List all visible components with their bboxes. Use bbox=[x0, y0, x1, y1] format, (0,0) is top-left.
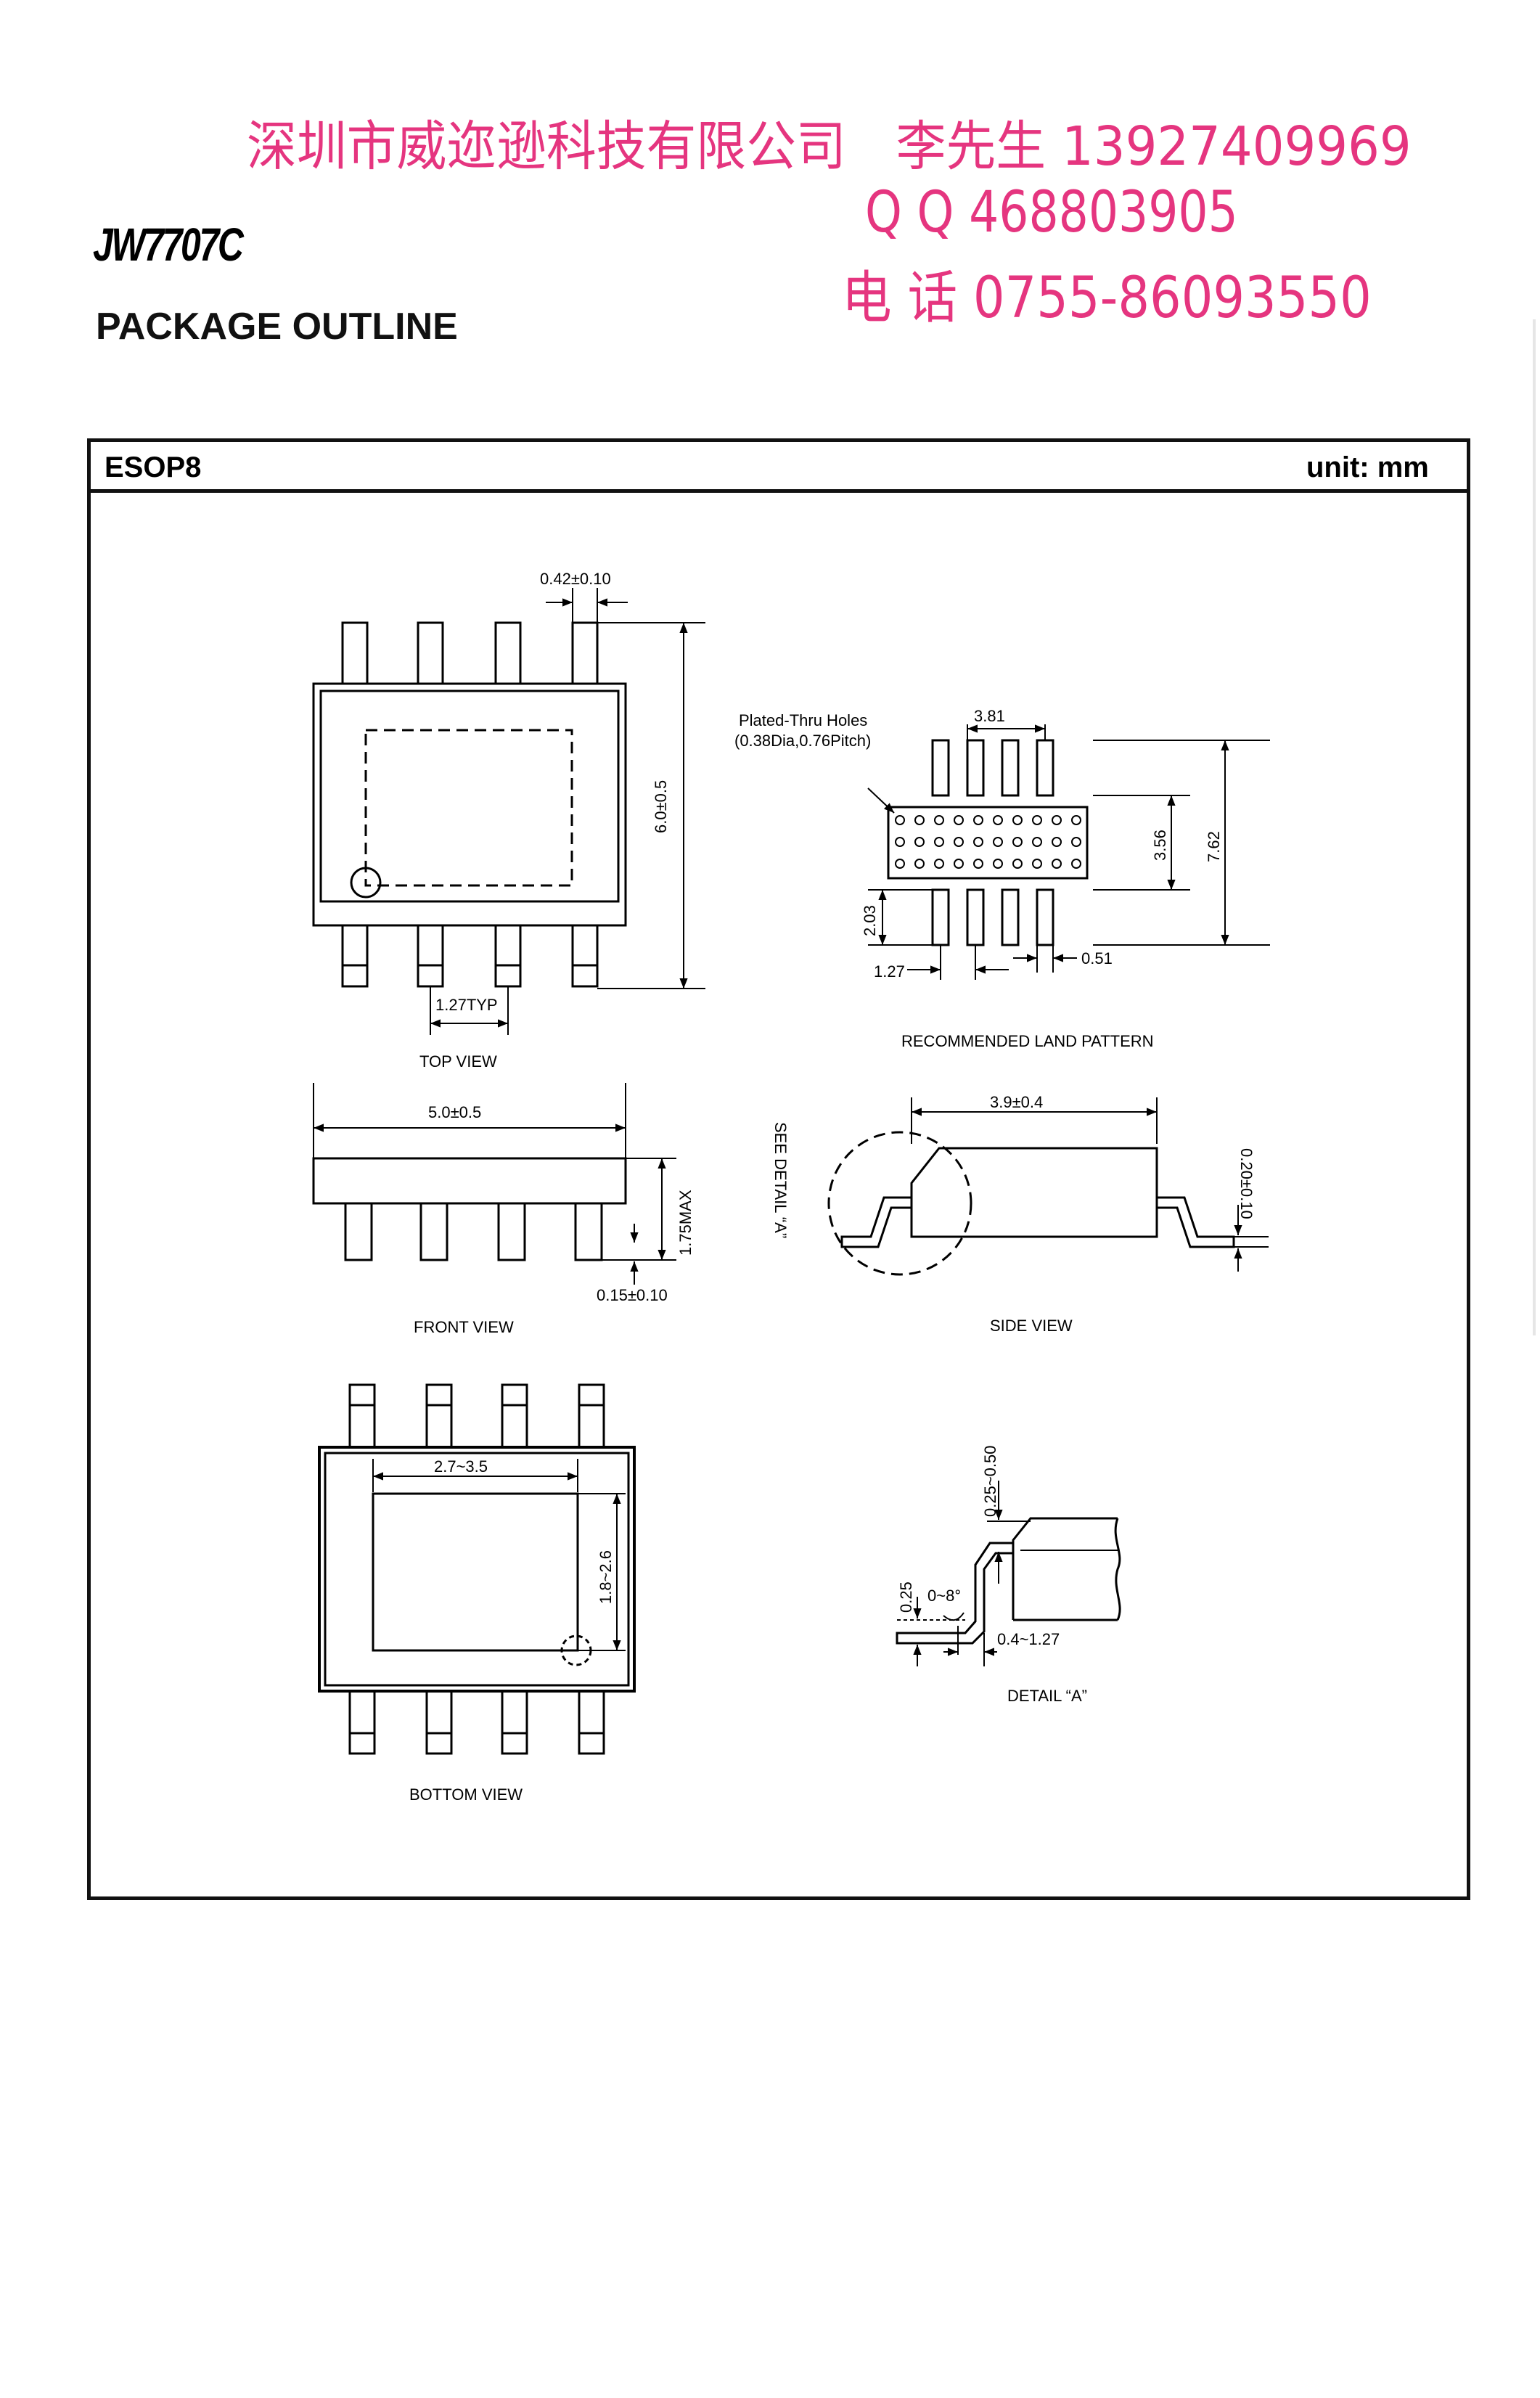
land-total-dim: 7.62 bbox=[1205, 831, 1223, 862]
frame-header-divider bbox=[87, 489, 1470, 493]
land-pitch-dim: 1.27 bbox=[874, 962, 905, 981]
page-edge-shadow bbox=[1533, 319, 1536, 1335]
detail-foot-length-dim: 0.4~1.27 bbox=[997, 1630, 1060, 1648]
side-lead-thickness-dim: 0.20±0.10 bbox=[1237, 1148, 1256, 1219]
bottom-pad-height-dim: 1.8~2.6 bbox=[597, 1550, 615, 1604]
side-view-caption: SIDE VIEW bbox=[990, 1317, 1073, 1335]
package-name: ESOP8 bbox=[105, 451, 202, 483]
land-pattern-caption: RECOMMENDED LAND PATTERN bbox=[901, 1032, 1154, 1050]
land-pattern bbox=[867, 724, 1270, 980]
section-title: PACKAGE OUTLINE bbox=[96, 306, 458, 348]
land-holes-label-1: Plated-Thru Holes bbox=[739, 711, 867, 729]
land-holes-label-2: (0.38Dia,0.76Pitch) bbox=[734, 732, 871, 750]
detail-angle-dim: 0~8° bbox=[927, 1587, 961, 1605]
contact-line-telephone: 电 话 0755-86093550 bbox=[842, 266, 1372, 331]
detail-a bbox=[896, 1481, 1121, 1666]
front-view bbox=[312, 1083, 676, 1285]
contact-line-company-phone: 深圳市威迩逊科技有限公司 李先生 13927409969 bbox=[247, 115, 1412, 178]
side-see-detail-label: SEE DETAIL “A” bbox=[771, 1122, 790, 1238]
land-pad-gap-dim: 3.56 bbox=[1151, 830, 1169, 861]
top-lead-width-dim: 0.42±0.10 bbox=[540, 570, 611, 588]
detail-chamfer-dim: 0.25~0.50 bbox=[981, 1446, 999, 1517]
top-view bbox=[312, 588, 705, 1035]
top-overall-width-dim: 6.0±0.5 bbox=[652, 780, 670, 833]
unit-label: unit: mm bbox=[1306, 451, 1429, 483]
top-view-caption: TOP VIEW bbox=[419, 1052, 497, 1071]
side-body-width-dim: 3.9±0.4 bbox=[990, 1093, 1043, 1111]
front-body-length-dim: 5.0±0.5 bbox=[428, 1103, 481, 1121]
front-standoff-dim: 0.15±0.10 bbox=[597, 1286, 668, 1304]
part-number: JW7707C bbox=[93, 218, 244, 271]
bottom-view bbox=[318, 1383, 636, 1755]
land-pad-width-dim: 0.51 bbox=[1081, 949, 1113, 967]
detail-a-caption: DETAIL “A” bbox=[1007, 1687, 1087, 1705]
front-view-caption: FRONT VIEW bbox=[414, 1318, 514, 1336]
side-view bbox=[827, 1097, 1269, 1276]
detail-gauge-dim: 0.25 bbox=[897, 1581, 915, 1613]
land-pad-span-dim: 3.81 bbox=[974, 707, 1005, 725]
bottom-view-caption: BOTTOM VIEW bbox=[409, 1785, 523, 1804]
drawing-frame bbox=[87, 438, 1470, 1900]
land-pad-length-dim: 2.03 bbox=[861, 905, 879, 936]
contact-line-qq: Q Q 468803905 bbox=[865, 180, 1238, 245]
top-pitch-dim: 1.27TYP bbox=[435, 996, 498, 1014]
bottom-pad-width-dim: 2.7~3.5 bbox=[434, 1457, 488, 1476]
front-max-height-dim: 1.75MAX bbox=[676, 1190, 695, 1256]
